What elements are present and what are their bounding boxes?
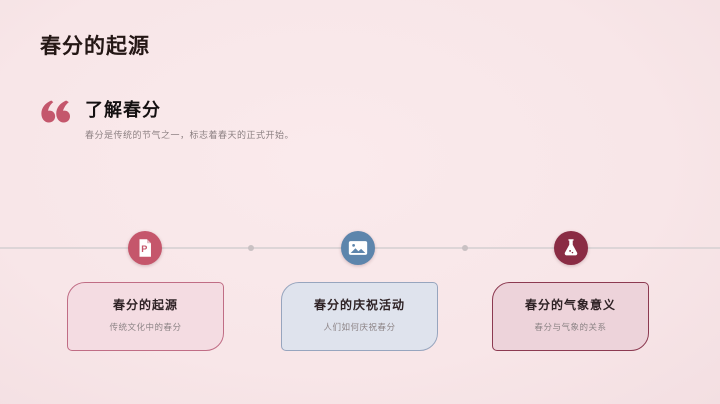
card-subtitle: 春分与气象的关系 [534,322,607,332]
svg-text:P: P [141,244,147,254]
timeline-dot [248,245,254,251]
card-subtitle: 人们如何庆祝春分 [323,322,396,332]
flask-icon [564,239,578,256]
card-subtitle: 传统文化中的春分 [109,322,182,332]
timeline-node-celebration [341,231,375,265]
ppt-file-icon: P [139,239,151,257]
quote-description: 春分是传统的节气之一，标志着春天的正式开始。 [85,130,295,140]
card-title: 春分的庆祝活动 [313,298,405,312]
timeline-node-origin: P [128,231,162,265]
card-title: 春分的气象意义 [524,298,616,312]
timeline-card-meteorology: 春分的气象意义 春分与气象的关系 [492,282,649,351]
timeline-node-meteorology [554,231,588,265]
timeline-card-origin: 春分的起源 传统文化中的春分 [67,282,224,351]
image-icon [348,241,368,255]
page-title: 春分的起源 [40,35,150,58]
quote-icon [41,100,70,123]
card-title: 春分的起源 [112,298,178,312]
quote-heading: 了解春分 [85,100,161,120]
timeline-card-celebration: 春分的庆祝活动 人们如何庆祝春分 [281,282,438,351]
timeline-dot [462,245,468,251]
